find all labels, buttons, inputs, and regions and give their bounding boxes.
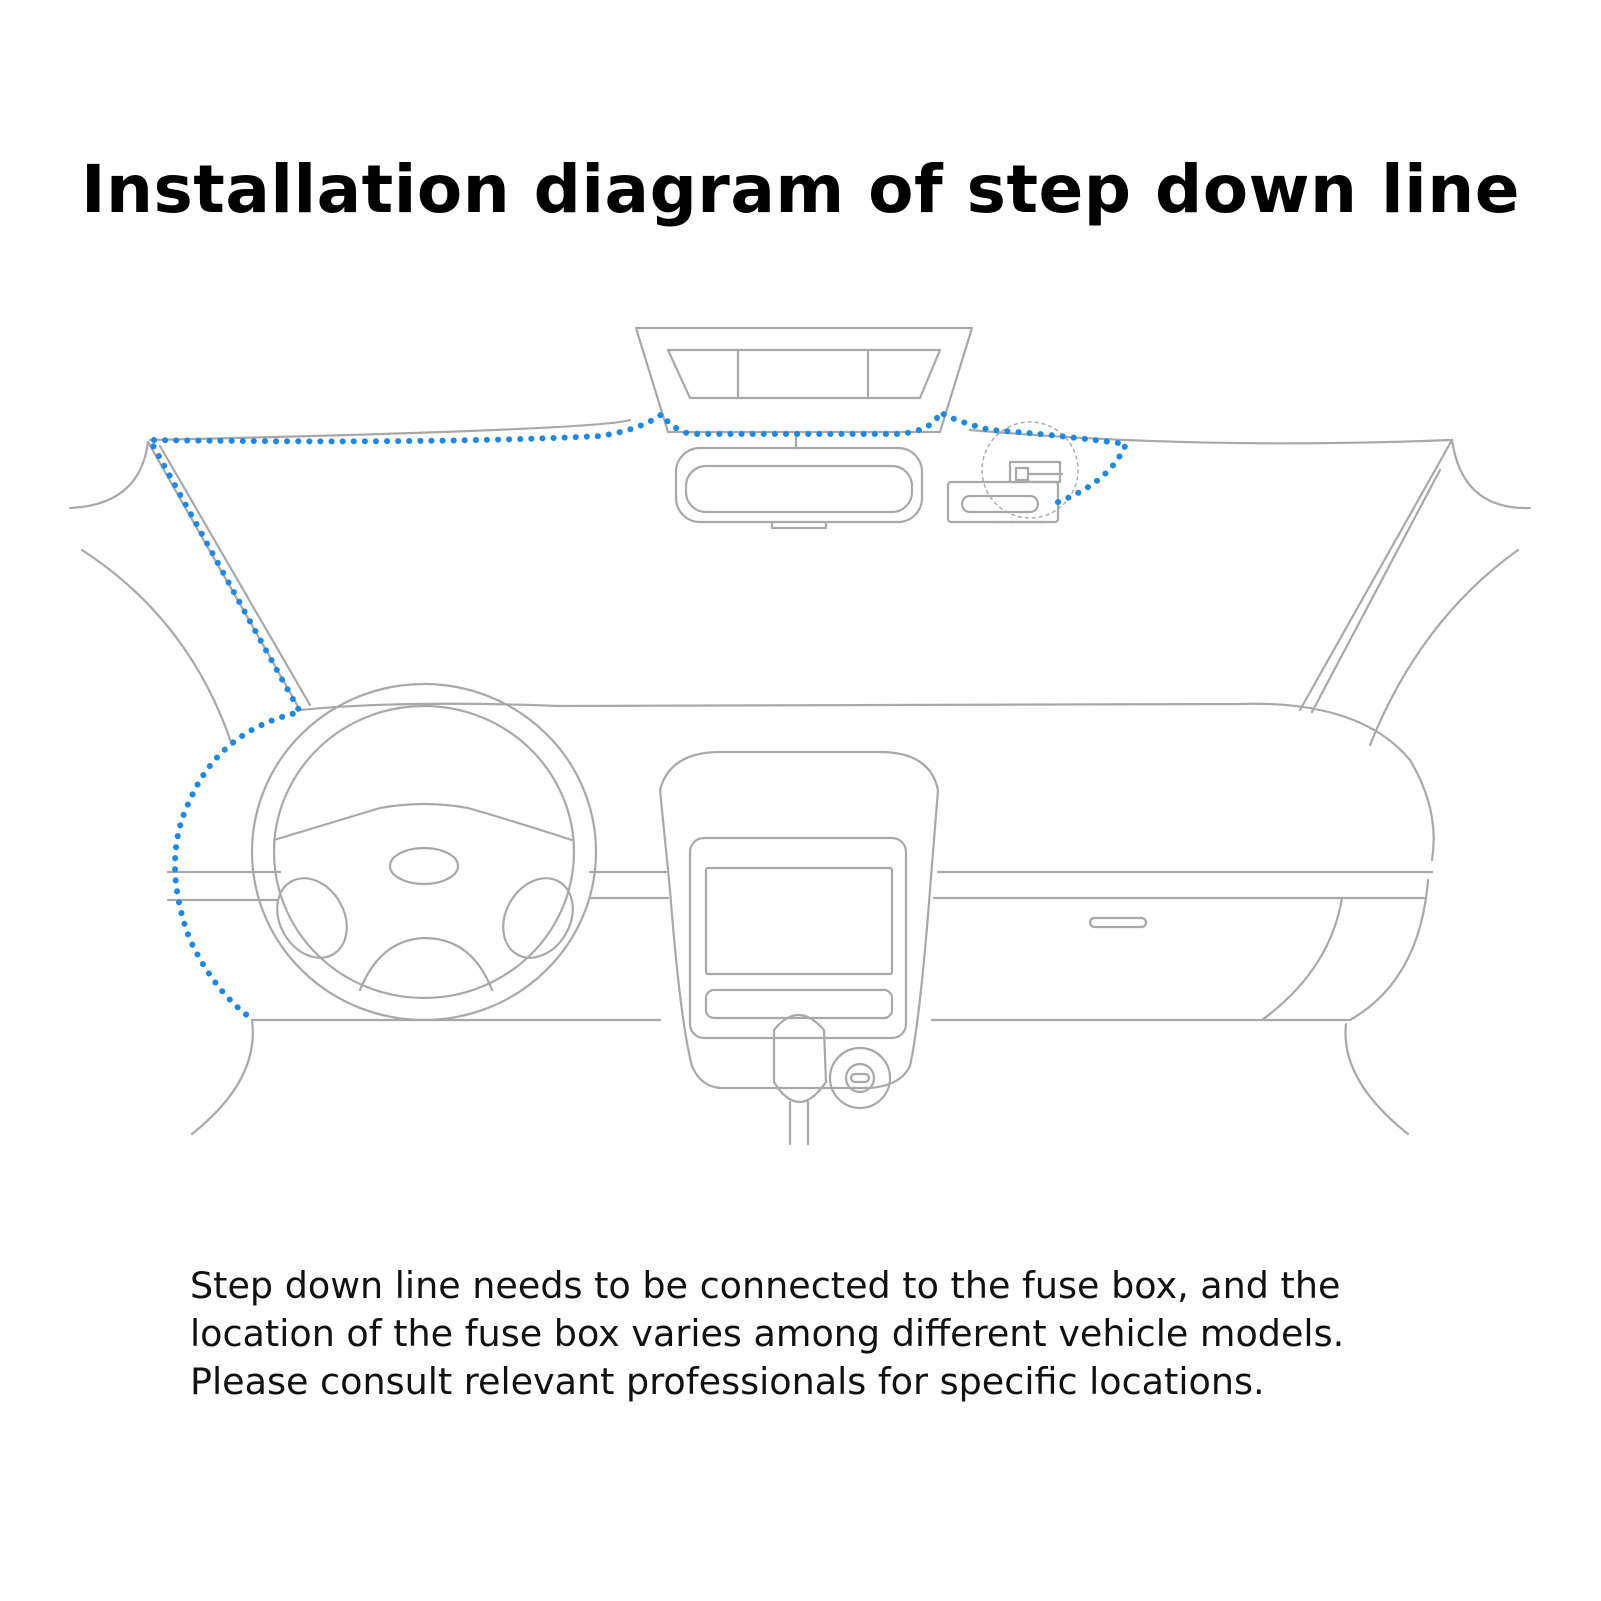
dashboard-top — [298, 702, 1435, 862]
page-title: Installation diagram of step down line — [80, 151, 1521, 228]
mirror-mount — [634, 326, 974, 434]
caption-line-3: Please consult relevant professionals fo… — [190, 1360, 1265, 1403]
caption-line-1: Step down line needs to be connected to … — [190, 1264, 1341, 1307]
cigarette-lighter — [828, 1046, 892, 1110]
windshield-top-edge — [148, 418, 1452, 445]
lower-body-lines — [190, 1018, 1410, 1136]
center-console — [658, 750, 940, 1090]
cable-route — [144, 407, 1131, 1019]
glove-box — [1088, 878, 1430, 1022]
steering-wheel — [250, 682, 598, 1022]
gear-shifter — [772, 1014, 828, 1146]
caption: Step down line needs to be connected to … — [190, 1262, 1450, 1406]
dash-camera — [946, 421, 1079, 524]
left-a-pillar — [68, 440, 312, 747]
rearview-mirror — [674, 430, 924, 530]
right-a-pillar — [1298, 438, 1532, 747]
caption-line-2: location of the fuse box varies among di… — [190, 1312, 1345, 1355]
dashboard-trim — [166, 870, 1434, 1022]
